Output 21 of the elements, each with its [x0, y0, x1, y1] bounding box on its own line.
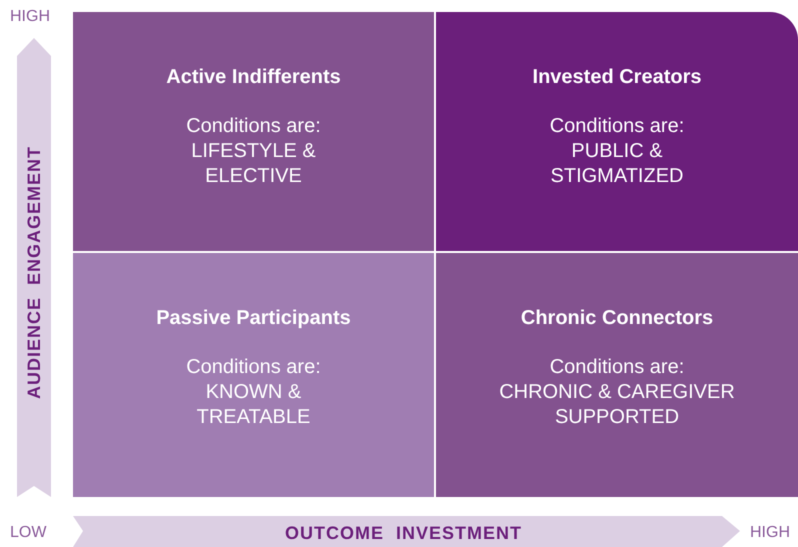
condition-text: LIFESTYLE & ELECTIVE — [190, 139, 317, 189]
axis-high-label: HIGH — [10, 7, 50, 27]
condition-intro: Conditions are: — [550, 355, 684, 380]
condition-text: PUBLIC & STIGMATIZED — [550, 139, 684, 189]
axis-title: AUDIENCE ENGAGEMENT — [22, 146, 44, 398]
condition-intro: Conditions are: — [550, 114, 684, 139]
condition-intro: Conditions are: — [186, 355, 321, 380]
quadrant-box — [436, 12, 798, 251]
quadrant-box — [73, 253, 434, 497]
axis-low-label: LOW — [10, 523, 46, 543]
quadrant-title: Chronic Connectors — [520, 306, 714, 331]
condition-text: CHRONIC & CAREGIVER SUPPORTED — [498, 380, 736, 430]
quadrant-title: Invested Creators — [532, 65, 702, 90]
quadrant-title: Passive Participants — [156, 306, 351, 331]
axis-high-label: HIGH — [750, 523, 790, 543]
condition-intro: Conditions are: — [186, 114, 321, 139]
axis-title: OUTCOME INVESTMENT — [285, 522, 522, 544]
quadrant-box — [436, 253, 798, 497]
quadrant-title: Active Indifferents — [166, 65, 341, 90]
quadrant-box — [73, 12, 434, 251]
condition-text: KNOWN & TREATABLE — [196, 380, 312, 430]
